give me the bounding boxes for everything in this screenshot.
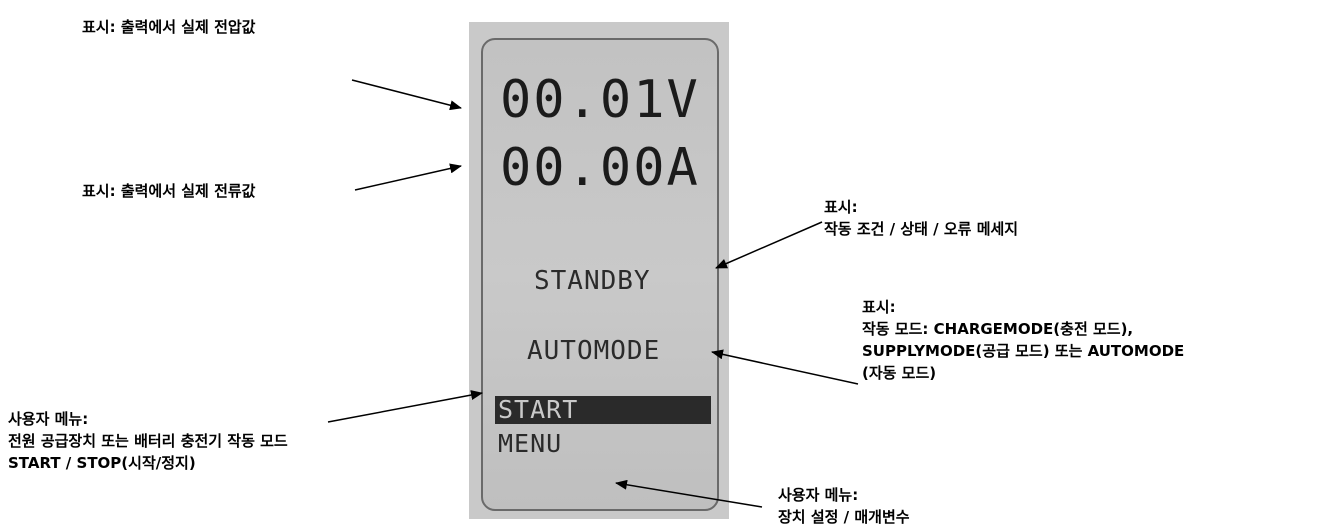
menu-arrow: [615, 479, 763, 508]
mode-arrow: [711, 349, 859, 385]
status-annotation-line2: 작동 조건 / 상태 / 오류 메세지: [824, 220, 1019, 238]
menu-annotation-line1: 사용자 메뉴:: [778, 486, 859, 504]
mode-annotation: 표시: 작동 모드: CHARGEMODE(충전 모드), SUPPLYMODE…: [862, 296, 1184, 384]
voltage-arrow: [351, 79, 462, 111]
voltage-readout: 00.01V: [500, 70, 700, 130]
start-menu-item[interactable]: START: [498, 395, 579, 424]
start-annotation-line3: START / STOP(시작/정지): [8, 454, 196, 472]
status-readout: STANDBY: [534, 266, 651, 296]
status-annotation: 표시: 작동 조건 / 상태 / 오류 메세지: [824, 196, 1018, 240]
start-annotation-line2: 전원 공급장치 또는 배터리 충전기 작동 모드: [8, 432, 288, 450]
menu-annotation-line2: 장치 설정 / 매개변수: [778, 508, 910, 526]
menu-annotation: 사용자 메뉴: 장치 설정 / 매개변수: [778, 484, 910, 528]
mode-annotation-line3: SUPPLYMODE(공급 모드) 또는 AUTOMODE: [862, 342, 1185, 360]
voltage-annotation-text: 표시: 출력에서 실제 전압값: [82, 18, 256, 36]
current-annotation: 표시: 출력에서 실제 전류값: [82, 180, 255, 202]
start-annotation-line1: 사용자 메뉴:: [8, 410, 89, 428]
status-arrow: [715, 221, 823, 269]
current-arrow: [354, 163, 462, 191]
start-arrow: [327, 390, 483, 423]
mode-annotation-line1: 표시:: [862, 298, 896, 316]
voltage-annotation: 표시: 출력에서 실제 전압값: [82, 16, 255, 38]
mode-annotation-line2: 작동 모드: CHARGEMODE(충전 모드),: [862, 320, 1134, 338]
current-annotation-text: 표시: 출력에서 실제 전류값: [82, 182, 256, 200]
menu-selection-highlight: [495, 396, 711, 424]
start-annotation: 사용자 메뉴: 전원 공급장치 또는 배터리 충전기 작동 모드 START /…: [8, 408, 288, 474]
mode-annotation-line4: (자동 모드): [862, 364, 937, 382]
current-readout: 00.00A: [500, 138, 700, 198]
menu-menu-item[interactable]: MENU: [498, 429, 563, 458]
status-annotation-line1: 표시:: [824, 198, 858, 216]
mode-readout: AUTOMODE: [527, 336, 661, 366]
lcd-screen: [481, 38, 719, 511]
